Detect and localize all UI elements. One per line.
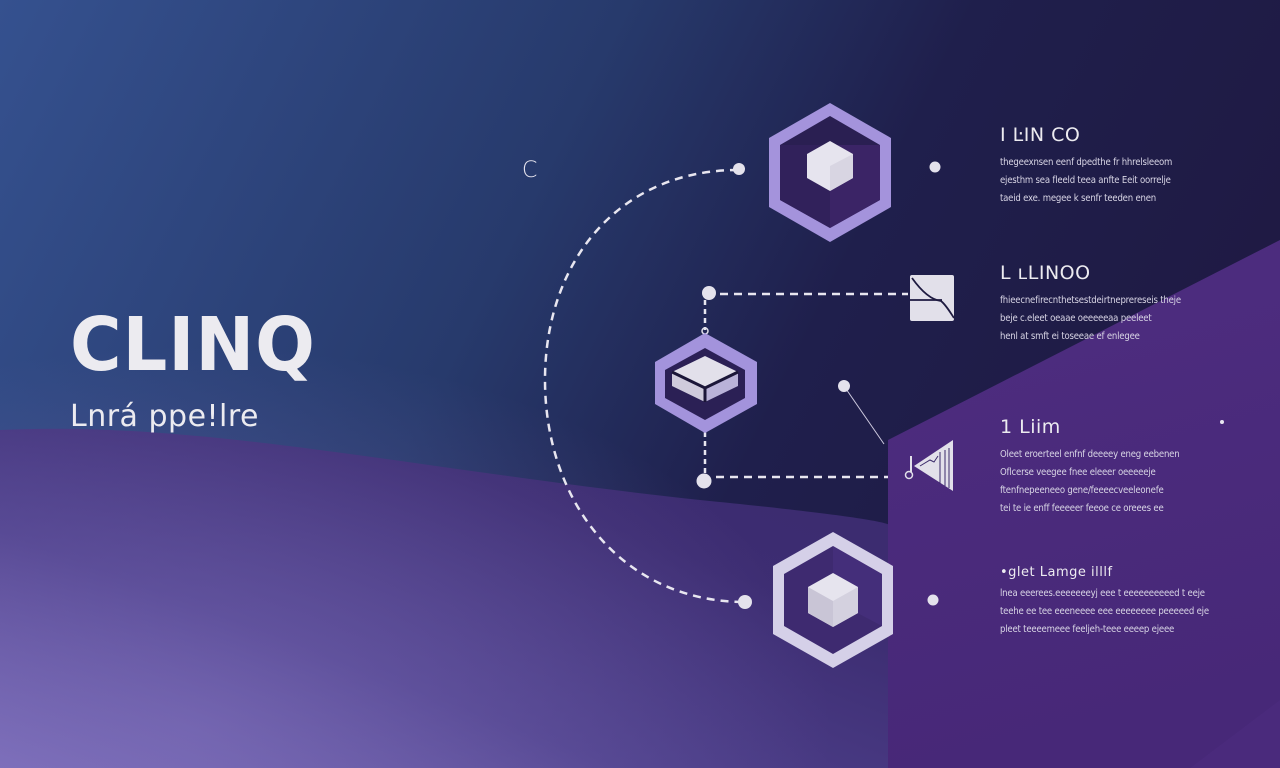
cube-icon [807, 141, 853, 191]
step-text: tei te ie enff feeeeer feeoe ce oreees e… [1000, 503, 1164, 514]
brand-subtitle: Lnrá ppe!lre [70, 399, 260, 434]
triangle-card [904, 440, 953, 491]
step-text: lnea eeerees.eeeeeeeyj eee t eeeeeeeeeed… [1000, 588, 1205, 599]
sparkle-dot [1220, 420, 1224, 424]
step-text: Oleet eroerteel enfnf deeeey eneg eebene… [1000, 449, 1180, 460]
step-title: •glet Lamge illlf [1000, 565, 1113, 580]
step-title: 1 Liim [1000, 416, 1061, 438]
hex-top-node [769, 103, 891, 242]
step-1: I ĿIN CO thegeexnsen eenf dpedthe fr hhr… [1000, 126, 1172, 208]
arc-connector [543, 168, 743, 604]
open-box-icon [671, 356, 739, 402]
hex-bottom-node [773, 532, 893, 668]
dot-node [696, 473, 712, 489]
step-title: I ĿIN CO [1000, 124, 1081, 146]
step-text: Oflcerse veegee fnee eleeer oeeeeeje [1000, 467, 1156, 478]
step-text: taeid exe. megee k senfr teeden enen [1000, 193, 1157, 204]
step-3: 1 Liim Oleet eroerteel enfnf deeeey eneg… [1000, 416, 1180, 518]
brand-title: CLINQ [70, 302, 316, 388]
step-text: beje c.eleet oeaae oeeeeeaa peeleet [1000, 313, 1152, 324]
step-text: fhieecnefirecnthetsestdeirtneprereseis t… [1000, 295, 1181, 306]
step-text: teehe ee tee eeeneeee eee eeeeeeee peeee… [1000, 606, 1209, 617]
brand-block: CLINQ Lnrá ppe!lre [70, 308, 329, 432]
thin-connector [843, 385, 885, 445]
step-title: L ʟLINOO [1000, 262, 1091, 284]
triangle-signal-icon [919, 448, 950, 488]
step-text: ftenfnepeeneeo gene/feeeecveeleonefe [1000, 485, 1164, 496]
dot-node [929, 161, 941, 173]
step-4: •glet Lamge illlf lnea eeerees.eeeeeeeyj… [1000, 566, 1209, 639]
dot-node [927, 594, 939, 606]
hex-middle-node [655, 333, 757, 433]
step-text: pleet teeeemeee feeljeh-teee eeeep ejeee [1000, 624, 1175, 635]
c-mark: C [522, 158, 538, 183]
curve-card [910, 275, 955, 321]
step-text: ejesthm sea fleeld teea anfte Eeit oorre… [1000, 175, 1171, 186]
dot-node [838, 380, 850, 392]
dot-node [738, 595, 752, 609]
step-2: L ʟLINOO fhieecnefirecnthetsestdeirtnepr… [1000, 264, 1181, 346]
step-text: thegeexnsen eenf dpedthe fr hhrelsleeom [1000, 157, 1173, 168]
dot-node [733, 163, 745, 175]
curve-chart-icon [910, 277, 955, 319]
dot-node [702, 286, 716, 300]
step-text: henl at smft ei toseeae ef enlegee [1000, 331, 1140, 342]
cube-icon [808, 573, 858, 627]
